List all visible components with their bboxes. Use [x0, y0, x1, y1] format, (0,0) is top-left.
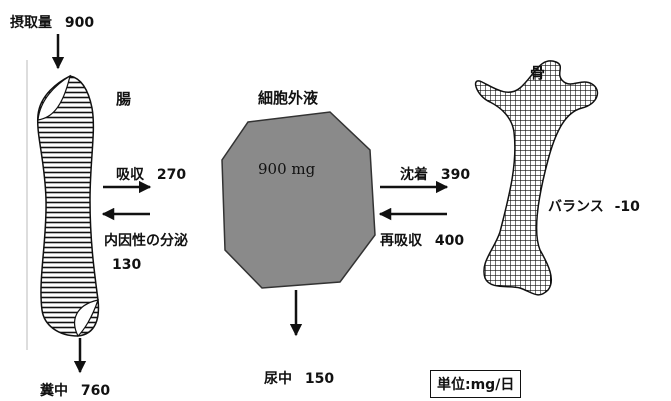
endogenous-label: 内因性の分泌: [104, 233, 188, 249]
absorption-label: 吸収 270: [116, 168, 186, 182]
ecf-octagon: [221, 111, 376, 289]
urine-label: 尿中 150: [264, 372, 334, 386]
unit-box: 単位:mg/日: [430, 370, 522, 398]
feces-label: 糞中 760: [40, 384, 110, 398]
balance-label: バランス -10: [548, 200, 640, 214]
bone-label: 骨: [530, 64, 546, 82]
bone-shape: [474, 60, 599, 296]
resorption-label-text: 再吸収: [380, 233, 422, 249]
intestine-label: 腸: [116, 90, 132, 108]
absorption-label-text: 吸収: [116, 167, 144, 183]
urine-value: 150: [304, 371, 335, 387]
resorption-value: 400: [434, 233, 465, 249]
absorption-value: 270: [156, 167, 187, 183]
ecf-label: 細胞外液: [258, 89, 319, 107]
intestine-bottom-cap: [74, 299, 99, 338]
balance-value: -10: [614, 199, 640, 215]
intake-label: 摂取量 900: [10, 16, 94, 30]
ecf-amount: 900 mg: [258, 160, 316, 178]
endogenous-value: 130: [112, 257, 142, 273]
intake-label-text: 摂取量: [10, 15, 52, 31]
deposition-label-text: 沈着: [400, 167, 428, 183]
feces-label-text: 糞中: [40, 383, 68, 399]
feces-value: 760: [80, 383, 111, 399]
intake-value: 900: [64, 15, 95, 31]
deposition-label: 沈着 390: [400, 168, 470, 182]
resorption-label: 再吸収 400: [380, 234, 464, 248]
urine-label-text: 尿中: [264, 371, 292, 387]
deposition-value: 390: [440, 167, 471, 183]
intestine-top-cap: [37, 74, 71, 121]
balance-label-text: バランス: [548, 199, 604, 215]
